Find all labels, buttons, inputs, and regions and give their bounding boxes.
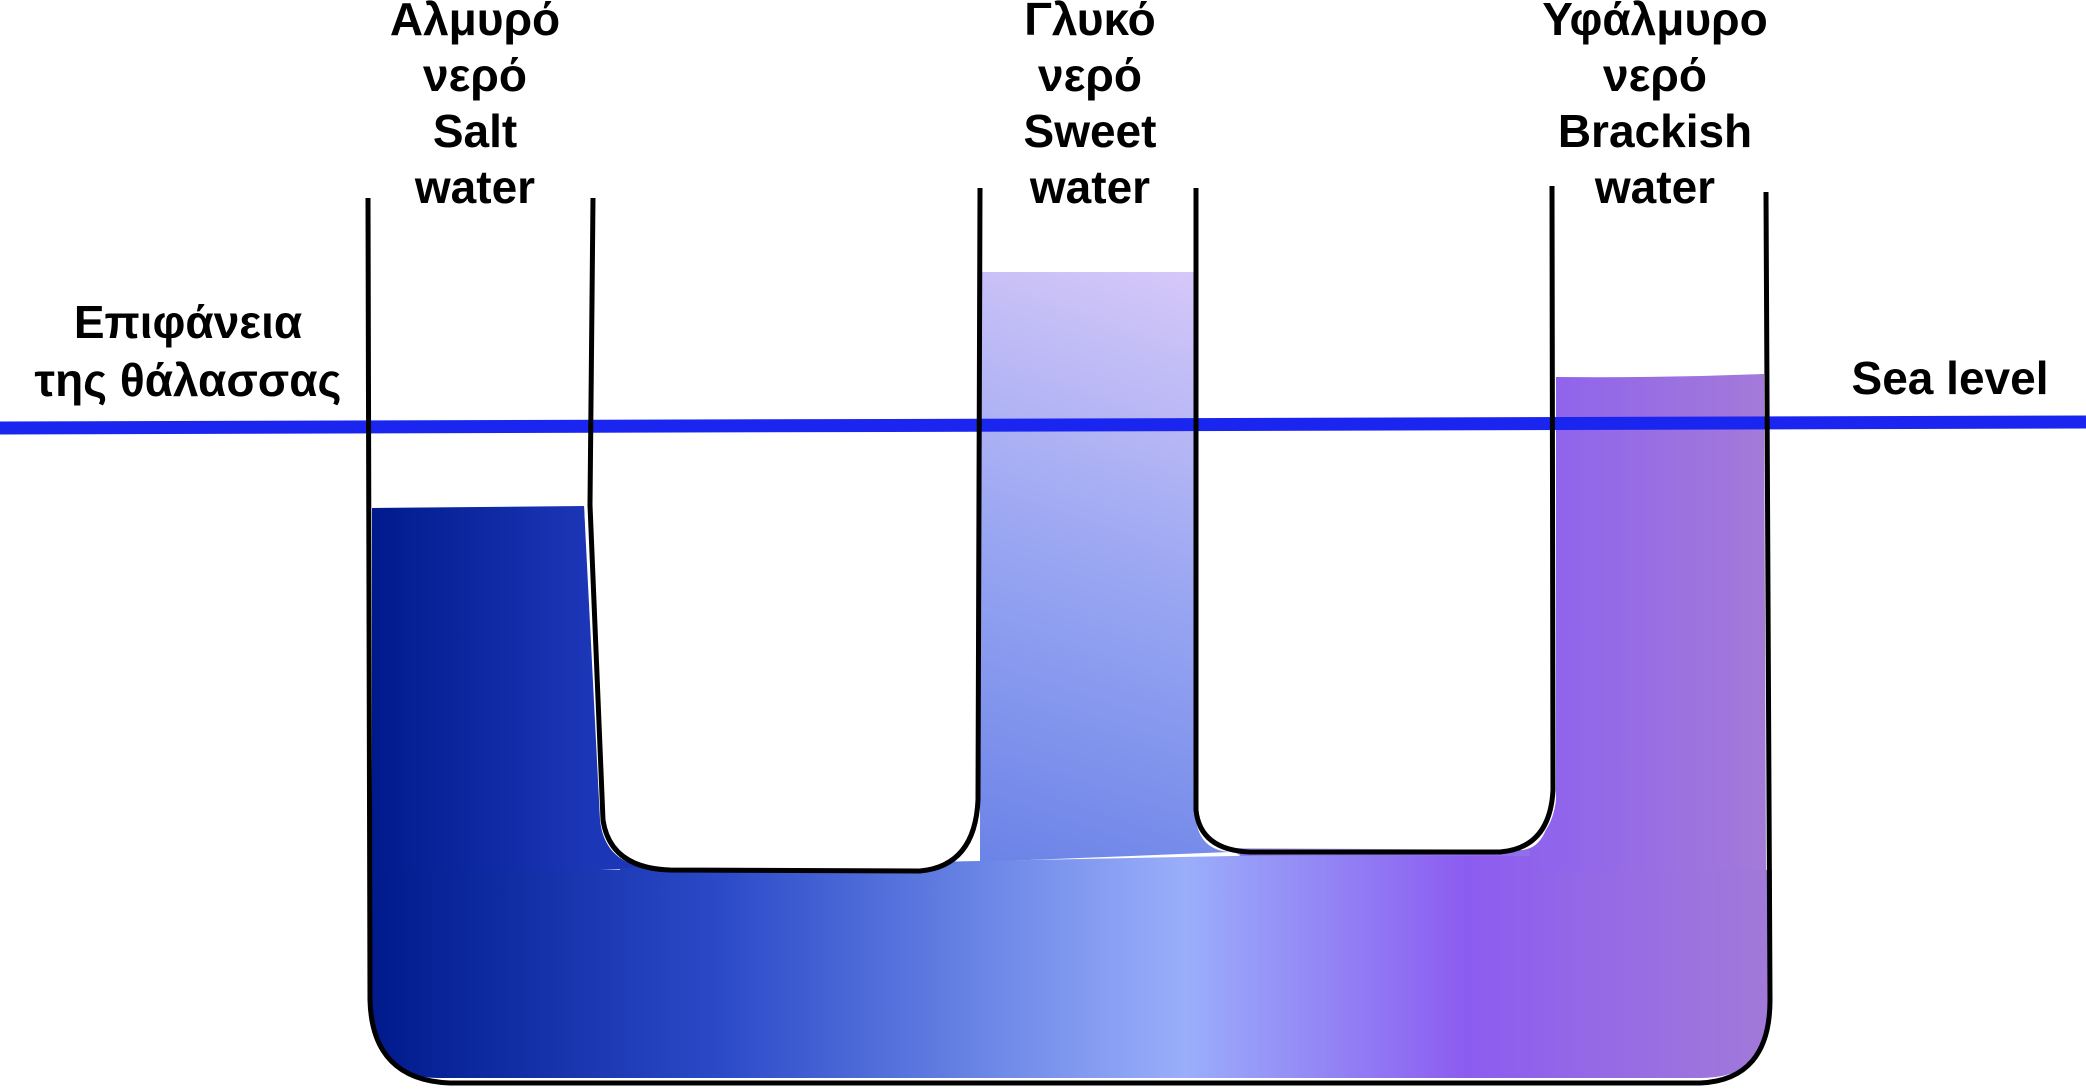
salt-label-line2: νερό xyxy=(423,49,527,101)
sweet-label-line1: Γλυκό xyxy=(1024,0,1156,45)
sea-level-label-greek: Επιφάνεια της θάλασσας xyxy=(35,296,342,406)
brackish-label-line2: νερό xyxy=(1603,49,1707,101)
brackish-label-line4: water xyxy=(1594,161,1715,213)
salt-water-label: Αλμυρό νερό Salt water xyxy=(390,0,560,213)
inner-bend-right xyxy=(1196,190,1556,852)
sweet-water-column xyxy=(980,272,1230,862)
brackish-label-line3: Brackish xyxy=(1558,105,1752,157)
sea-level-label-english: Sea level xyxy=(1852,352,2049,404)
sea-level-greek-line2: της θάλασσας xyxy=(35,354,342,406)
brackish-water-label: Υφάλμυρο νερό Brackish water xyxy=(1542,0,1768,213)
sweet-label-line2: νερό xyxy=(1038,49,1142,101)
bottom-channel-water xyxy=(370,870,1772,1078)
sweet-water-label: Γλυκό νερό Sweet water xyxy=(1024,0,1157,213)
salt-label-line1: Αλμυρό xyxy=(390,0,560,45)
sea-level-line xyxy=(0,422,2086,428)
salt-label-line4: water xyxy=(414,161,535,213)
sweet-label-line3: Sweet xyxy=(1024,105,1157,157)
sea-level-greek-line1: Επιφάνεια xyxy=(74,296,302,348)
inner-bend-left xyxy=(590,200,980,870)
brackish-label-line1: Υφάλμυρο xyxy=(1542,0,1768,45)
salt-label-line3: Salt xyxy=(433,105,517,157)
sweet-label-line4: water xyxy=(1029,161,1150,213)
